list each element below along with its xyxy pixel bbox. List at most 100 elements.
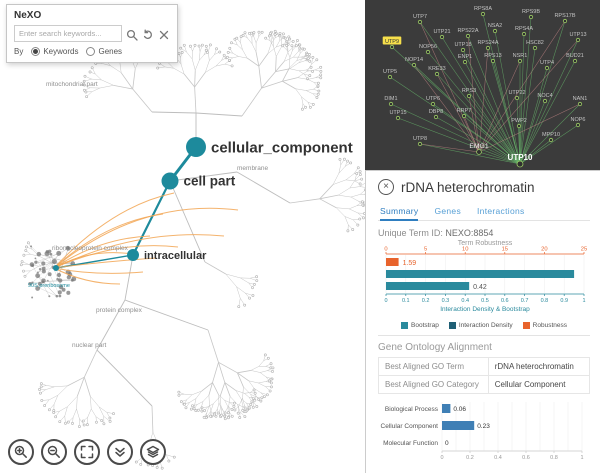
network-node[interactable]: NOP56	[419, 44, 437, 55]
radio-keywords[interactable]: Keywords	[31, 47, 78, 56]
network-node[interactable]: RPS17B	[554, 13, 576, 24]
network-node[interactable]: NOC4	[537, 93, 553, 104]
fit-to-screen-icon	[80, 445, 94, 459]
network-node[interactable]: UTP13	[569, 32, 587, 43]
svg-text:0.06: 0.06	[453, 406, 466, 413]
network-node[interactable]: PWP2	[511, 118, 527, 129]
network-node[interactable]: EMG1	[469, 143, 489, 155]
svg-text:0.8: 0.8	[541, 298, 549, 304]
svg-text:NOP14: NOP14	[405, 57, 423, 63]
radio-keywords-label: Keywords	[43, 47, 79, 56]
svg-text:NSR1: NSR1	[513, 53, 528, 59]
network-node[interactable]: UTP22	[508, 90, 526, 101]
network-node[interactable]: NSA2	[488, 23, 502, 34]
tree-minor-label: ribonucleoprotein complex	[52, 245, 129, 252]
tab-interactions[interactable]: Interactions	[477, 206, 525, 216]
radio-genes[interactable]: Genes	[86, 47, 122, 56]
network-node[interactable]: DIM1	[384, 96, 398, 107]
network-node[interactable]: UTP18	[454, 42, 472, 53]
unique-term-label: Unique Term ID:	[378, 228, 443, 238]
svg-text:1: 1	[580, 455, 583, 461]
search-input[interactable]	[14, 25, 122, 42]
network-node[interactable]: UTP6	[426, 96, 440, 107]
network-node[interactable]: HSC82	[526, 40, 544, 51]
network-node[interactable]: UTP9	[382, 36, 402, 50]
network-node[interactable]: ENP1	[458, 54, 472, 65]
network-node[interactable]: RPS3	[462, 88, 476, 99]
interaction-density-bar	[386, 282, 470, 290]
legend-item: Interaction Density	[448, 322, 513, 329]
network-node[interactable]: RPS4A	[515, 26, 533, 37]
tab-genes[interactable]: Genes	[434, 206, 462, 216]
network-node[interactable]: DBP8	[429, 109, 443, 120]
network-node[interactable]: RRP7	[457, 108, 472, 119]
network-node[interactable]: RPS9B	[522, 9, 540, 20]
zoom-in-button[interactable]	[8, 439, 34, 465]
by-label: By	[14, 47, 24, 56]
svg-text:RRP7: RRP7	[457, 108, 472, 114]
network-node[interactable]: UTP15	[389, 110, 407, 121]
svg-text:0.7: 0.7	[521, 298, 529, 304]
network-node[interactable]: UTP8	[413, 136, 427, 147]
tree-node-cell-part[interactable]: cell part	[161, 172, 236, 190]
tree-minor-label: mitochondrial part	[46, 81, 98, 88]
fit-to-screen-button[interactable]	[74, 439, 100, 465]
legend-swatch	[401, 322, 408, 329]
selected-path-edge	[132, 180, 171, 256]
network-node[interactable]: RPS24A	[477, 40, 499, 51]
network-node[interactable]: UTP5	[383, 69, 397, 80]
network-node[interactable]: RPS8A	[474, 6, 492, 17]
tree-node-cellular_component[interactable]: cellular_component	[186, 137, 353, 157]
clear-icon[interactable]	[158, 28, 170, 40]
tree-node-intracellular[interactable]: intracellular	[127, 249, 207, 262]
app-title: NeXO	[14, 10, 42, 21]
network-node[interactable]: UTP7	[413, 14, 427, 25]
network-node[interactable]: NOP6	[571, 117, 586, 128]
svg-text:15: 15	[502, 247, 508, 253]
svg-text:UTP4: UTP4	[540, 60, 554, 66]
network-node[interactable]: UTP10	[508, 153, 533, 168]
svg-text:RPS4A: RPS4A	[515, 26, 533, 32]
svg-text:MPP10: MPP10	[542, 132, 560, 138]
reset-icon[interactable]	[142, 28, 154, 40]
expand-collapse-button[interactable]	[107, 439, 133, 465]
search-icon[interactable]	[126, 28, 138, 41]
network-node[interactable]: RPS22A	[457, 28, 479, 39]
tree-node-cluster[interactable]	[53, 265, 59, 271]
layers-button[interactable]	[140, 439, 166, 465]
zoom-out-button[interactable]	[41, 439, 67, 465]
svg-text:1.59: 1.59	[403, 260, 417, 267]
svg-text:NSA2: NSA2	[488, 23, 502, 29]
zoom-out-icon	[47, 445, 60, 458]
go-alignment-table: Best Aligned GO Term rDNA heterochromati…	[378, 357, 591, 394]
svg-text:Biological Process: Biological Process	[385, 406, 439, 413]
svg-text:Cellular Component: Cellular Component	[381, 423, 439, 430]
radio-keywords-dot[interactable]	[31, 47, 41, 56]
svg-text:UTP22: UTP22	[508, 90, 525, 96]
network-node[interactable]: KRE33	[428, 66, 446, 77]
network-node[interactable]: UTP21	[433, 29, 451, 40]
svg-text:0.1: 0.1	[402, 298, 410, 304]
close-icon[interactable]: ×	[378, 179, 394, 195]
radio-genes-dot[interactable]	[86, 47, 96, 56]
tab-summary[interactable]: Summary	[380, 202, 419, 221]
dense-cluster	[28, 245, 77, 299]
svg-text:5: 5	[424, 247, 427, 253]
network-node[interactable]: MPP10	[542, 132, 560, 143]
network-node[interactable]: NSR1	[513, 53, 528, 64]
svg-text:KRE33: KRE33	[428, 66, 445, 72]
svg-text:0: 0	[384, 247, 387, 253]
svg-text:0.42: 0.42	[473, 284, 487, 291]
zoom-in-icon	[14, 445, 27, 458]
network-node[interactable]: RPS13	[484, 53, 502, 64]
network-node[interactable]: BUD21	[566, 53, 584, 64]
network-node[interactable]: NAN1	[573, 96, 588, 107]
network-node[interactable]: NOP14	[405, 57, 423, 68]
network-node[interactable]: UTP4	[540, 60, 554, 71]
svg-text:NOP56: NOP56	[419, 44, 437, 50]
